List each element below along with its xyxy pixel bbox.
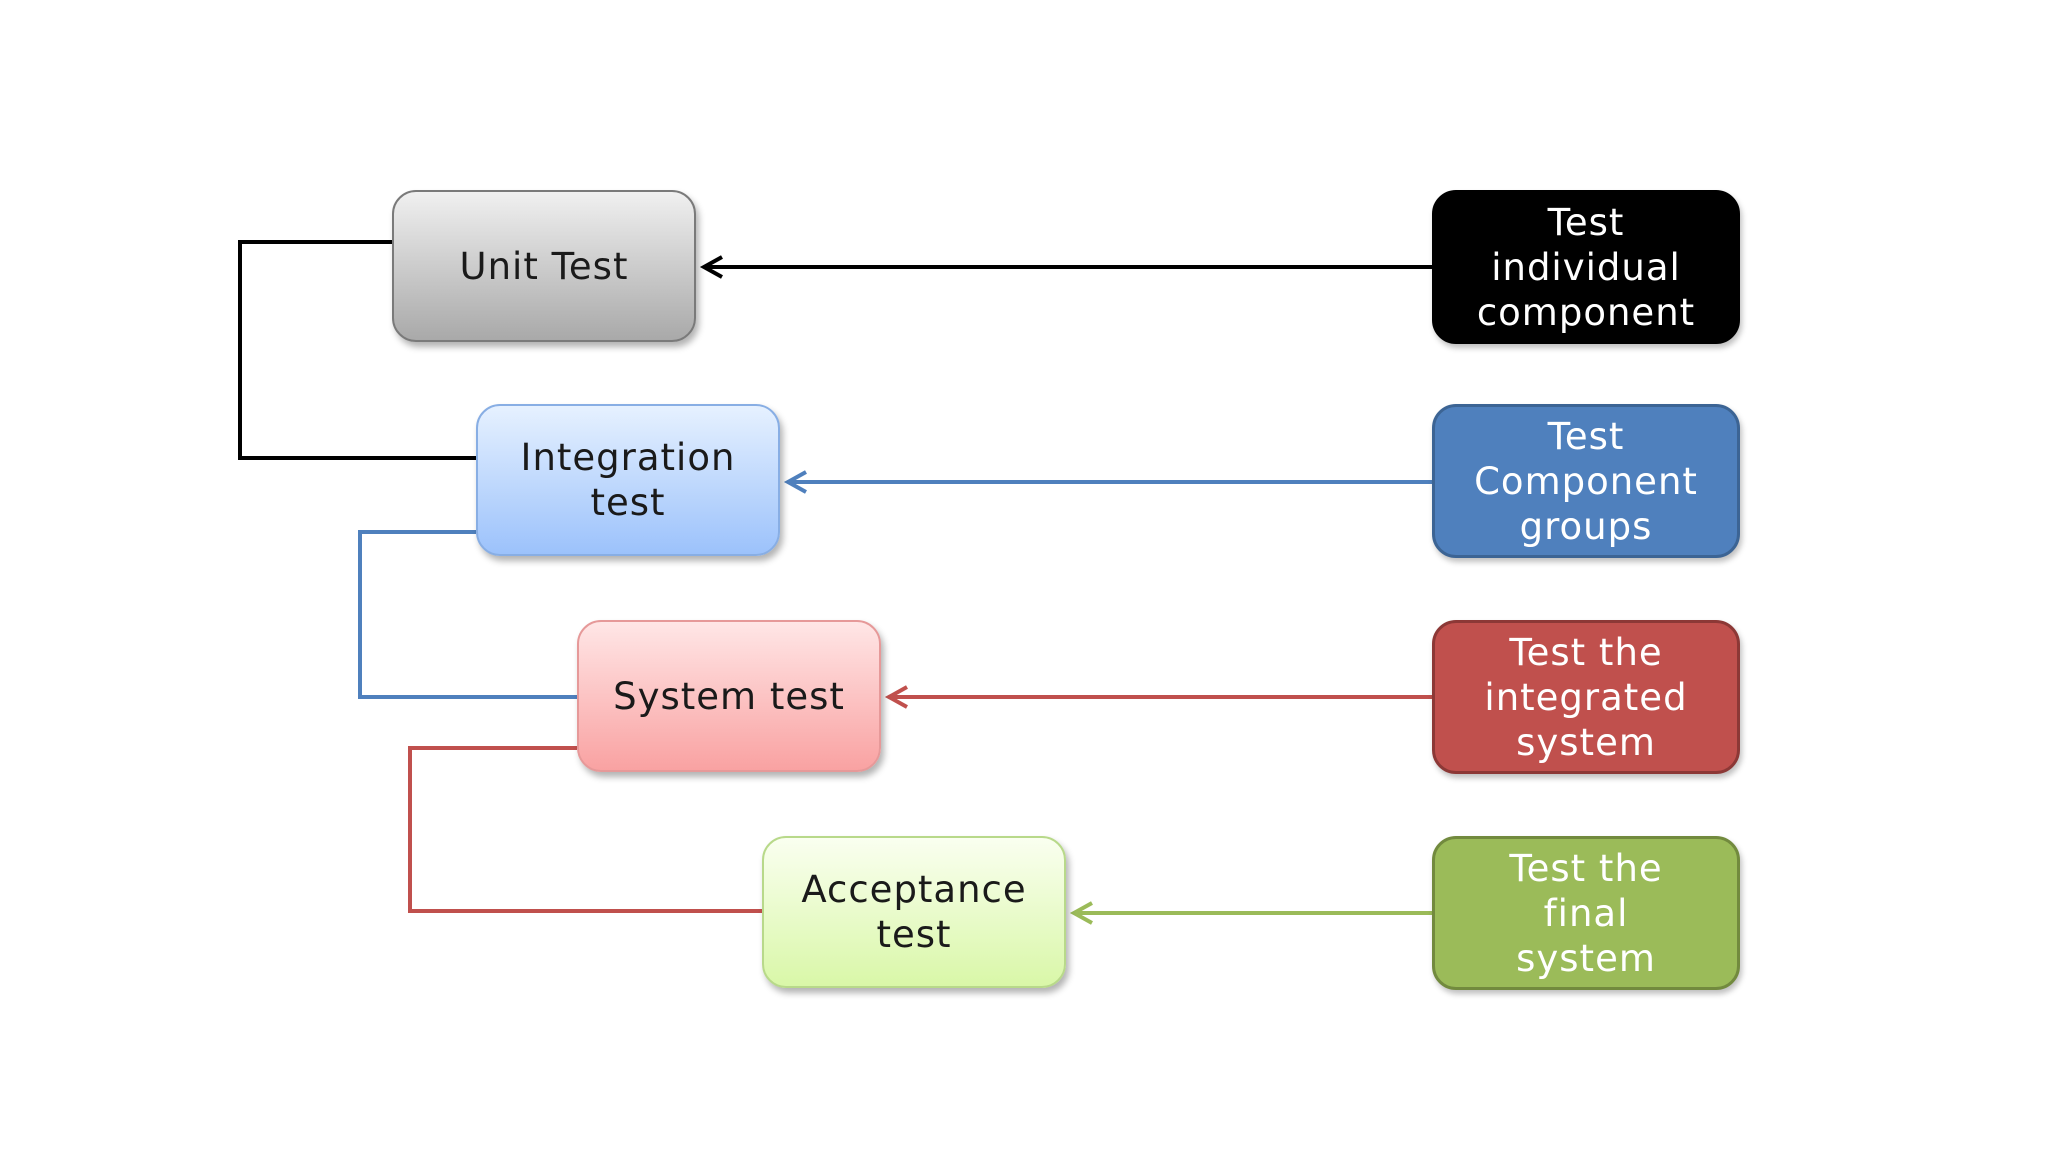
acceptance-test-label: Acceptance test xyxy=(801,868,1027,956)
arrowhead-integration xyxy=(783,470,807,494)
desc-system-box: Test the integrated system xyxy=(1432,620,1740,774)
desc-integration-box: Test Component groups xyxy=(1432,404,1740,558)
desc-unit-box: Test individual component xyxy=(1432,190,1740,344)
arrowhead-unit xyxy=(699,255,723,279)
desc-acceptance-box: Test the final system xyxy=(1432,836,1740,990)
desc-unit-label: Test individual component xyxy=(1476,200,1696,334)
connector-unit-to-integration xyxy=(238,240,476,460)
system-test-box: System test xyxy=(577,620,881,772)
unit-test-box: Unit Test xyxy=(392,190,696,342)
connector-integration-to-system xyxy=(358,530,577,699)
desc-system-label: Test the integrated system xyxy=(1484,630,1688,764)
integration-test-label: Integration test xyxy=(520,436,736,524)
arrowhead-acceptance xyxy=(1069,901,1093,925)
integration-test-box: Integration test xyxy=(476,404,780,556)
arrowhead-system xyxy=(884,685,908,709)
acceptance-test-box: Acceptance test xyxy=(762,836,1066,988)
system-test-label: System test xyxy=(613,674,845,718)
connector-system-to-acceptance xyxy=(408,746,762,913)
desc-acceptance-label: Test the final system xyxy=(1509,846,1663,980)
desc-integration-label: Test Component groups xyxy=(1474,414,1698,548)
unit-test-label: Unit Test xyxy=(459,244,629,288)
